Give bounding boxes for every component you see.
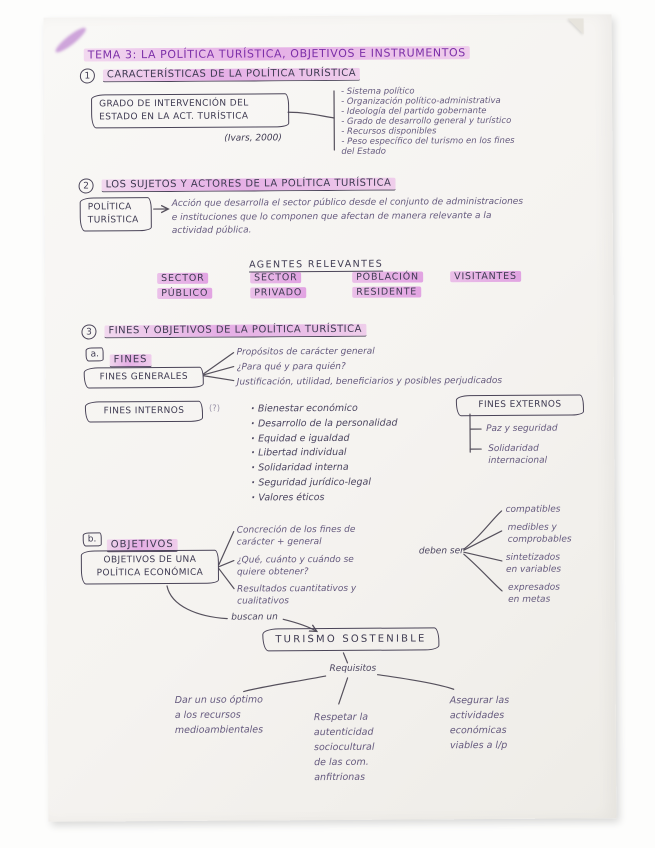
objetivos-letter-box: b. [82, 532, 102, 547]
requisitos-label: Requisitos [329, 663, 377, 675]
objetivos-politica-economica-box: OBJETIVOS DE UNA POLÍTICA ECONÓMICA [80, 549, 220, 585]
agent-word: POBLACIÓN [352, 271, 423, 283]
generales-item: Propósitos de carácter general [236, 346, 375, 358]
externos-item: Paz y seguridad [486, 423, 558, 435]
internos-item: Solidaridad interna [251, 461, 398, 477]
section3-title: FINES Y OBJETIVOS DE LA POLÍTICA TURÍSTI… [104, 323, 367, 339]
page-title: TEMA 3: LA POLÍTICA TURÍSTICA, OBJETIVOS… [83, 46, 470, 62]
agent-word: PÚBLICO [157, 287, 213, 300]
agent-sector-privado: SECTOR PRIVADO [250, 272, 307, 299]
requisito-economico: Asegurar las actividades económicas viab… [449, 694, 510, 752]
grado-intervencion-box: GRADO DE INTERVENCIÓN DEL ESTADO EN LA A… [91, 93, 290, 129]
section3-heading: 3 FINES Y OBJETIVOS DE LA POLÍTICA TURÍS… [81, 323, 367, 340]
internos-item: Bienestar económico [251, 402, 398, 418]
factor-item: Peso específico del turismo en los fines… [341, 136, 514, 157]
fines-internos-box: FINES INTERNOS [84, 400, 204, 423]
internos-item: Seguridad jurídico-legal [251, 476, 398, 492]
page-corner-fold [567, 18, 584, 35]
agent-visitantes: VISITANTES [450, 270, 521, 283]
fines-letter-box: a. [85, 347, 105, 362]
factor-item: Grado de desarrollo general y turístico [341, 116, 514, 127]
deben-ser-item: compatibles [505, 504, 561, 515]
generales-item: ¿Para qué y para quién? [236, 361, 346, 373]
agentes-relevantes-title: AGENTES RELEVANTES [249, 258, 384, 273]
deben-ser-item: expresados en metas [508, 582, 561, 605]
fines-generales-box: FINES GENERALES [83, 366, 204, 389]
objetivos-item: Resultados cuantitativos y cualitativos [237, 583, 357, 607]
agent-sector-publico: SECTOR PÚBLICO [157, 272, 213, 300]
politica-turistica-box: POLÍTICA TURÍSTICA [79, 197, 152, 232]
section3-number-badge: 3 [81, 324, 97, 340]
fines-label: FINES [109, 354, 152, 368]
agent-word: PRIVADO [250, 287, 307, 299]
fines-externos-box: FINES EXTERNOS [455, 394, 584, 417]
ivars-citation: (Ivars, 2000) [224, 133, 282, 144]
section2-heading: 2 LOS SUJETOS Y ACTORES DE LA POLÍTICA T… [78, 177, 396, 194]
internos-item: Libertad individual [251, 446, 398, 462]
agent-word: VISITANTES [450, 270, 521, 283]
agent-word: SECTOR [157, 272, 209, 285]
section1-title: CARACTERÍSTICAS DE LA POLÍTICA TURÍSTICA [102, 67, 361, 83]
objetivos-item: Concreción de los fines de carácter + ge… [236, 524, 356, 548]
internos-item: Desarrollo de la personalidad [251, 416, 398, 432]
factores-list: Sistema político Organización político-a… [341, 86, 515, 157]
section2-number-badge: 2 [78, 178, 94, 194]
agent-word: RESIDENTE [352, 286, 422, 298]
agent-word: SECTOR [250, 272, 302, 284]
requisito-sociocultural: Respetar la autenticidad sociocultural d… [313, 711, 375, 784]
objetivos-item: ¿Qué, cuánto y cuándo se quiere obtener? [236, 554, 354, 578]
agent-poblacion-residente: POBLACIÓN RESIDENTE [352, 271, 423, 298]
deben-ser-item: medibles y comprobables [507, 522, 572, 545]
section2-title: LOS SUJETOS Y ACTORES DE LA POLÍTICA TUR… [101, 177, 396, 193]
internos-item: Equidad e igualdad [251, 431, 398, 447]
externos-item: Solidaridad internacional [488, 443, 548, 467]
buscan-un-label: buscan un [231, 612, 278, 623]
generales-item: Justificación, utilidad, beneficiarios y… [236, 375, 503, 388]
section1-number-badge: 1 [79, 68, 95, 84]
notes-page: TEMA 3: LA POLÍTICA TURÍSTICA, OBJETIVOS… [43, 14, 617, 822]
internos-question-note: (?) [208, 403, 221, 414]
internos-item: Valores éticos [251, 490, 398, 506]
politica-turistica-definition: Acción que desarrolla el sector público … [171, 196, 524, 236]
deben-ser-item: sintetizados en variables [505, 552, 562, 575]
requisito-medioambiental: Dar un uso óptimo a los recursos medioam… [174, 694, 264, 736]
section1-heading: 1 CARACTERÍSTICAS DE LA POLÍTICA TURÍSTI… [79, 67, 361, 84]
turismo-sostenible-box: TURISMO SOSTENIBLE [262, 627, 440, 652]
fines-internos-list: Bienestar económico Desarrollo de la per… [251, 402, 398, 506]
deben-ser-label: deben ser [418, 546, 464, 557]
factor-item: Organización político-administrativa [341, 96, 514, 107]
